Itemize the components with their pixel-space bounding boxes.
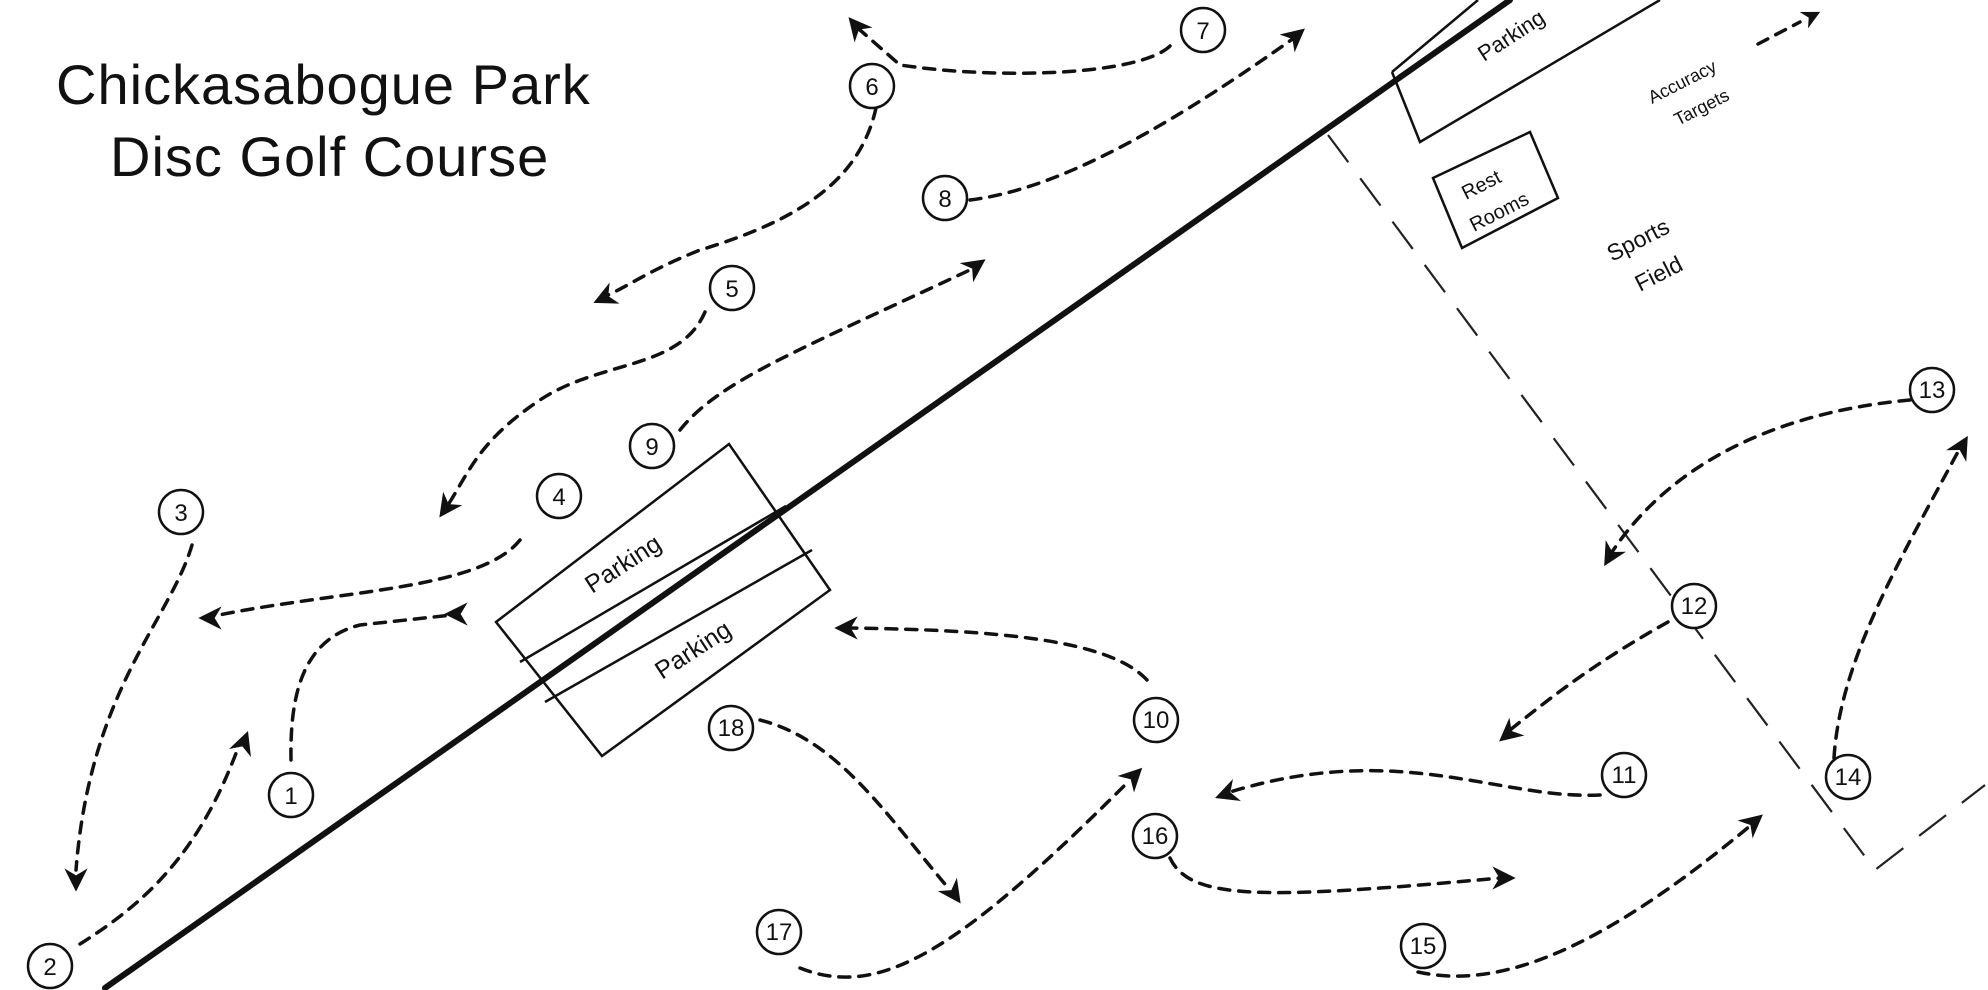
baskets: [64, 9, 1978, 911]
hole-number-9: 9: [645, 434, 658, 461]
hole-number-17: 17: [766, 919, 793, 946]
basket-1-icon: [444, 602, 468, 626]
sports-field-label-line2: Field: [1630, 251, 1686, 297]
accuracy-arrow-line: [1756, 20, 1802, 46]
hole-number-18: 18: [718, 715, 745, 742]
fairway-2: [78, 746, 240, 946]
tee-6: 6: [848, 62, 896, 110]
tee-3: 3: [157, 488, 205, 536]
hole-number-3: 3: [174, 500, 187, 527]
parking-label-center-lower: Parking: [650, 615, 736, 685]
hole-number-15: 15: [1410, 933, 1437, 960]
hole-number-12: 12: [1681, 593, 1708, 620]
tee-16: 16: [1131, 812, 1179, 860]
fairway-3: [74, 543, 194, 872]
rest-rooms-label-line1: Rest: [1458, 166, 1505, 204]
accuracy-targets: Accuracy Targets: [1645, 3, 1825, 130]
tee-7: 7: [1179, 6, 1227, 54]
map-title-line1: Chickasabogue Park: [56, 53, 591, 116]
basket-14-icon: [1946, 430, 1978, 462]
basket-16-icon: [1492, 866, 1516, 890]
fairway-7: [858, 28, 1172, 75]
tee-5: 5: [708, 264, 756, 312]
tee-18: 18: [707, 704, 755, 752]
hole-number-5: 5: [725, 276, 738, 303]
tee-1: 1: [267, 771, 315, 819]
hole-number-1: 1: [284, 783, 297, 810]
main-road: [102, 0, 1513, 990]
fairway-5: [446, 310, 707, 507]
tee-11: 11: [1600, 751, 1648, 799]
hole-number-14: 14: [1835, 764, 1862, 791]
hole-number-13: 13: [1919, 377, 1946, 404]
fairway-4: [212, 538, 522, 618]
basket-4-icon: [198, 606, 222, 630]
hole-number-8: 8: [938, 186, 951, 213]
tee-12: 12: [1670, 582, 1718, 630]
fairway-8: [968, 36, 1296, 202]
accuracy-arrow-icon: [1799, 3, 1825, 29]
tee-9: 9: [628, 422, 676, 470]
basket-13-icon: [1594, 540, 1626, 572]
parking-lot-top: Parking: [1390, 0, 1661, 144]
fairway-15: [1416, 824, 1752, 978]
tee-17: 17: [755, 908, 803, 956]
basket-7-icon: [839, 9, 873, 43]
fairway-1: [289, 613, 454, 762]
tee-13: 13: [1908, 366, 1956, 414]
fairway-6: [606, 106, 878, 297]
fairway-12: [1508, 620, 1670, 732]
fairway-10: [848, 626, 1149, 682]
hole-number-6: 6: [865, 74, 878, 101]
hole-number-7: 7: [1196, 18, 1209, 45]
hole-number-11: 11: [1612, 762, 1637, 789]
map-title-line2: Disc Golf Course: [110, 125, 550, 188]
basket-6-icon: [588, 282, 620, 314]
basket-2-icon: [229, 727, 259, 757]
hole-number-2: 2: [43, 954, 56, 981]
hole-number-10: 10: [1143, 707, 1170, 734]
fairway-16: [1168, 856, 1502, 895]
fairway-13: [1610, 398, 1912, 554]
tee-15: 15: [1399, 922, 1447, 970]
basket-11-icon: [1211, 779, 1241, 809]
tees: 1 2 3 4 5 6 7 8 9 10 11 12 13 14 15 16 1…: [26, 6, 1956, 990]
tee-10: 10: [1132, 696, 1180, 744]
parking-label-center-upper: Parking: [580, 529, 666, 599]
basket-8-icon: [1279, 19, 1313, 53]
fairway-11: [1228, 768, 1602, 798]
field-boundary: [1327, 134, 1986, 872]
fairway-14: [1832, 446, 1962, 760]
fairway-17: [798, 778, 1132, 979]
tee-4: 4: [535, 472, 583, 520]
rest-rooms: Rest Rooms: [1431, 130, 1560, 250]
fairway-9: [678, 266, 976, 432]
tee-14: 14: [1824, 753, 1872, 801]
hole-number-16: 16: [1142, 823, 1169, 850]
basket-9-icon: [959, 249, 993, 283]
basket-3-icon: [64, 868, 88, 892]
fairway-18: [758, 718, 952, 892]
parking-label-top: Parking: [1473, 5, 1549, 67]
fairways: [74, 28, 1962, 979]
basket-5-icon: [429, 491, 463, 525]
hole-number-4: 4: [552, 484, 565, 511]
tee-8: 8: [921, 174, 969, 222]
tee-2: 2: [26, 942, 74, 990]
